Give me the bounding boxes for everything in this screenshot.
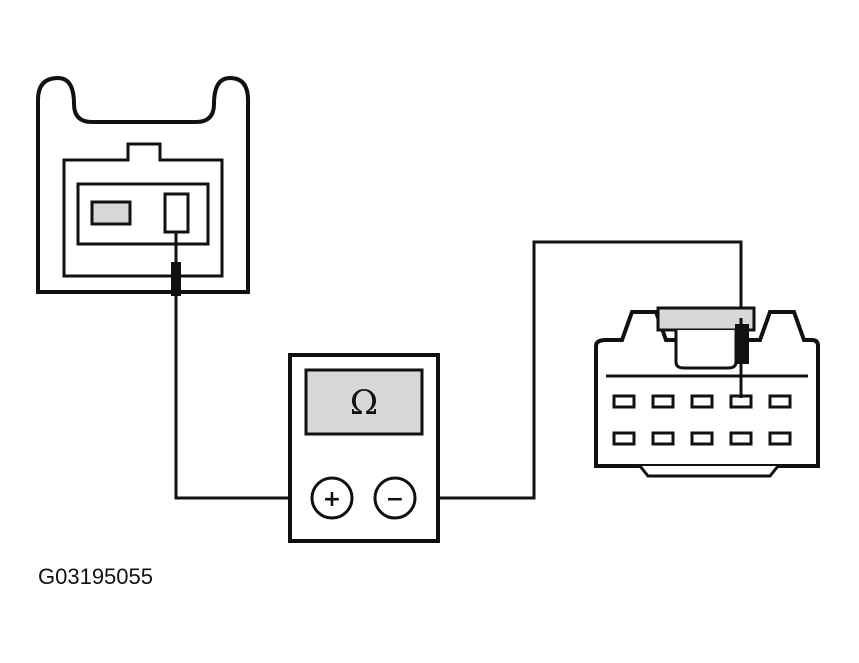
pin-row-top xyxy=(612,394,792,409)
back-probe-tip xyxy=(735,324,749,364)
pin-cavity xyxy=(651,394,675,409)
connector-base xyxy=(638,465,780,478)
negative-terminal xyxy=(373,476,417,520)
meter-display xyxy=(304,368,424,436)
pin-cavity xyxy=(651,431,675,446)
pin-cavity xyxy=(690,394,714,409)
test-lead-negative xyxy=(414,240,743,500)
positive-terminal-label: + xyxy=(323,487,341,512)
locking-tab-detail xyxy=(674,330,738,370)
figure-code: G03195055 xyxy=(38,564,153,589)
pin-cavity xyxy=(768,394,792,409)
harness-connector xyxy=(594,306,820,478)
terminal-cavity-probed xyxy=(163,192,190,234)
test-lead-positive xyxy=(174,232,316,500)
negative-terminal-label: − xyxy=(386,487,404,512)
pin-row-bottom xyxy=(612,431,792,446)
ohm-symbol: Ω xyxy=(350,383,378,423)
pin-cavity xyxy=(612,394,636,409)
positive-terminal xyxy=(310,476,354,520)
harness-connector-body xyxy=(594,310,820,468)
pin-cavity xyxy=(690,431,714,446)
pin-cavity xyxy=(768,431,792,446)
pin-cavity xyxy=(612,431,636,446)
component-connector xyxy=(36,75,250,296)
ohmmeter: Ω + − xyxy=(288,353,440,543)
terminal-cavity xyxy=(90,200,132,226)
pin-cavity xyxy=(729,431,753,446)
